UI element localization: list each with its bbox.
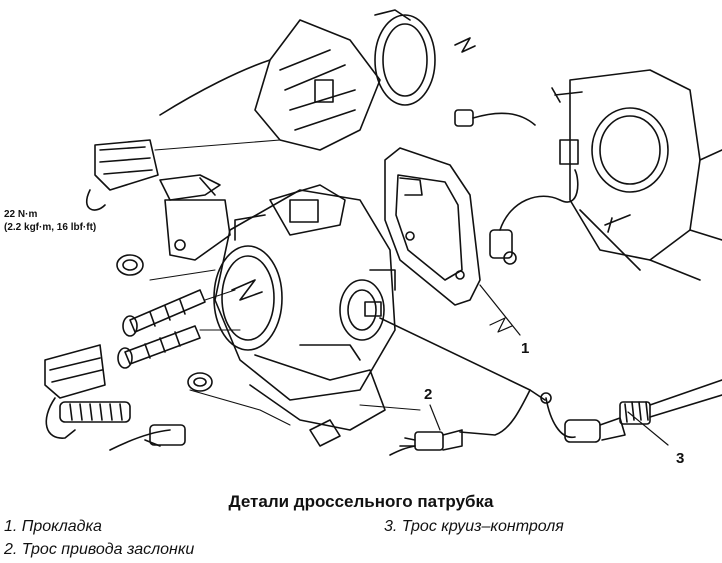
intake-air-temperature-sensor [490, 170, 578, 264]
idle-air-control-connector [45, 345, 130, 438]
throttle-body-exploded-diagram [0, 0, 722, 490]
torque-specification: 22 N·m (2.2 kgf·m, 16 lbf·ft) [4, 208, 96, 234]
bolt-lower [118, 326, 200, 368]
callout-leaders [430, 285, 668, 445]
callout-3: 3 [676, 450, 685, 467]
intake-duct [160, 10, 475, 150]
throttle-body [214, 185, 395, 430]
cruise-control-cable [546, 380, 722, 442]
throttle-cable [380, 318, 551, 455]
legend-item-1: 1. Прокладка [4, 518, 102, 535]
tps-connector [87, 140, 158, 210]
torque-metric: 22 N·m [4, 209, 38, 220]
throttle-drum [340, 270, 395, 340]
leader-lines [150, 140, 420, 425]
sensor-bracket [160, 175, 230, 260]
caption-title: Детали дроссельного патрубка [228, 492, 494, 511]
intake-manifold [552, 70, 722, 280]
washer [188, 373, 212, 391]
callout-1: 1 [521, 340, 530, 357]
callout-2: 2 [424, 386, 433, 403]
nut [117, 255, 143, 275]
legend-item-3: 3. Трос круиз–контроля [384, 518, 564, 535]
legend-item-2: 2. Трос привода заслонки [4, 541, 195, 558]
bolt-upper [123, 290, 205, 336]
vacuum-hose [455, 110, 535, 126]
coolant-hose [110, 420, 340, 450]
torque-imperial: (2.2 kgf·m, 16 lbf·ft) [4, 222, 97, 233]
gasket [385, 148, 480, 305]
